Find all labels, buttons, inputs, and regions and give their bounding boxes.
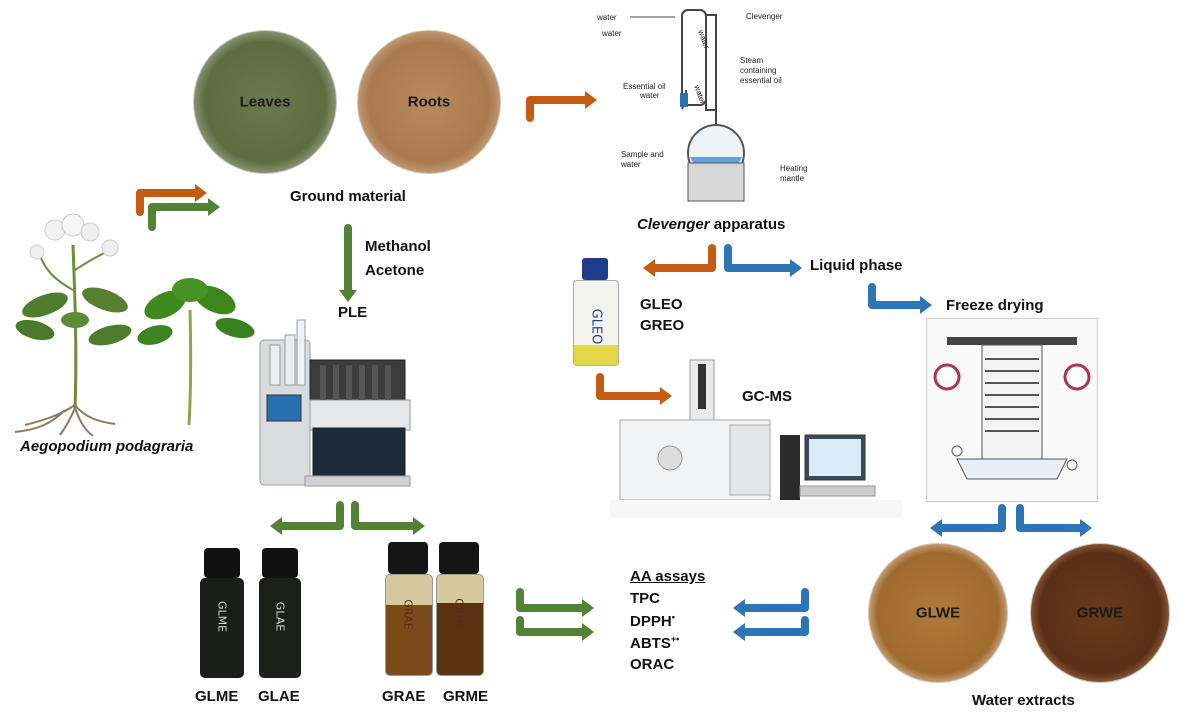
assay-abts-text: ABTS xyxy=(630,635,671,652)
ground-material-title: Ground material xyxy=(290,188,406,205)
freeze-drying-label: Freeze drying xyxy=(946,297,1044,314)
gleo-label: GLEO xyxy=(640,296,683,313)
gcms-label: GC-MS xyxy=(742,388,792,405)
ple-instrument-icon xyxy=(259,319,411,487)
clev-clevenger-label: Clevenger xyxy=(746,12,783,21)
clevenger-title: Clevenger apparatus xyxy=(637,216,785,233)
clevenger-title-rest: apparatus xyxy=(709,216,786,233)
arrow-freeze-right xyxy=(1016,504,1092,537)
clev-heating-2: mantle xyxy=(780,174,805,183)
vial-gleo-label: GLEO xyxy=(588,308,604,345)
arrow-roots-clevenger xyxy=(526,91,597,122)
vial-glme-label: GLME xyxy=(215,600,229,633)
clevenger-apparatus xyxy=(620,5,820,210)
vial-grme: GRME xyxy=(436,542,484,676)
arrow-liquid-freeze xyxy=(868,283,932,314)
arrow-water-assays-2 xyxy=(733,616,809,641)
gcms-instrument xyxy=(610,359,902,520)
grae-label: GRAE xyxy=(382,688,426,705)
vial-grae: GRAE xyxy=(385,542,433,676)
water-extracts-title: Water extracts xyxy=(972,692,1075,709)
plant-icon xyxy=(14,213,255,437)
freeze-dryer-icon xyxy=(933,337,1091,480)
assay-dpph-text: DPPH xyxy=(630,613,672,630)
vial-glme: GLME xyxy=(200,548,244,680)
assay-dpph-sup: • xyxy=(671,612,675,622)
clev-sample-1: Sample and xyxy=(621,150,664,159)
leaves-dish: Leaves xyxy=(193,30,337,174)
arrow-clevenger-oil xyxy=(643,244,716,277)
arrow-clevenger-liquid xyxy=(724,244,802,277)
ple-instrument xyxy=(255,300,415,490)
arrow-ple-right xyxy=(351,501,425,535)
roots-label: Roots xyxy=(407,93,451,111)
clev-heating-1: Heating xyxy=(780,164,808,173)
arrow-ground-ple xyxy=(339,224,357,302)
assays-title: AA assays xyxy=(630,568,706,585)
freeze-dryer xyxy=(926,318,1098,502)
clev-steam-1: Steam xyxy=(740,56,764,65)
solvent-methanol: Methanol xyxy=(365,238,431,255)
vial-glae: GLAE xyxy=(259,548,301,680)
clevenger-icon xyxy=(630,9,745,202)
clev-essential-oil: Essential oil xyxy=(623,82,666,91)
plant-illustration xyxy=(5,210,260,440)
arrow-vials-assays-1 xyxy=(516,588,594,617)
arrow-vials-assays-2 xyxy=(516,616,594,641)
arrow-freeze-left xyxy=(930,504,1006,537)
vial-glae-label: GLAE xyxy=(273,601,287,632)
grme-label: GRME xyxy=(443,688,488,705)
clev-sample-2: water xyxy=(621,160,641,169)
arrow-oil-gcms xyxy=(596,373,672,405)
assay-abts: ABTS+• xyxy=(630,634,679,652)
solvent-acetone: Acetone xyxy=(365,262,425,279)
clev-essential-water: water xyxy=(640,91,660,100)
vial-grae-label: GRAE xyxy=(401,599,415,630)
essential-oil-vial: GLEO xyxy=(570,258,620,366)
grwe-dish: GRWE xyxy=(1030,543,1170,683)
ple-title: PLE xyxy=(338,304,368,321)
glwe-label: GLWE xyxy=(915,604,961,622)
clev-steam-2: containing xyxy=(740,66,777,75)
greo-label: GREO xyxy=(640,317,685,334)
arrow-plant-ground-orange xyxy=(136,184,207,216)
grwe-label: GRWE xyxy=(1076,604,1124,622)
plant-name: Aegopodium podagraria xyxy=(20,438,194,455)
assay-tpc: TPC xyxy=(630,590,660,607)
glme-label: GLME xyxy=(195,688,239,705)
clev-water-out: water xyxy=(597,13,617,22)
leaves-label: Leaves xyxy=(239,93,291,111)
glwe-dish: GLWE xyxy=(868,543,1008,683)
assay-abts-sup: +• xyxy=(670,634,680,644)
roots-dish: Roots xyxy=(357,30,501,174)
glae-label: GLAE xyxy=(258,688,300,705)
clev-water-in: water xyxy=(602,29,622,38)
vial-grme-label: GRME xyxy=(452,598,466,631)
arrow-water-assays-1 xyxy=(733,588,809,617)
clevenger-title-italic: Clevenger xyxy=(637,216,710,233)
assay-dpph: DPPH• xyxy=(630,612,675,630)
gcms-icon xyxy=(610,359,902,518)
liquid-phase-label: Liquid phase xyxy=(810,257,903,274)
assay-orac: ORAC xyxy=(630,656,675,673)
clev-steam-3: essential oil xyxy=(740,76,782,85)
arrow-ple-left xyxy=(270,501,344,535)
arrow-plant-ground-green xyxy=(148,198,220,231)
